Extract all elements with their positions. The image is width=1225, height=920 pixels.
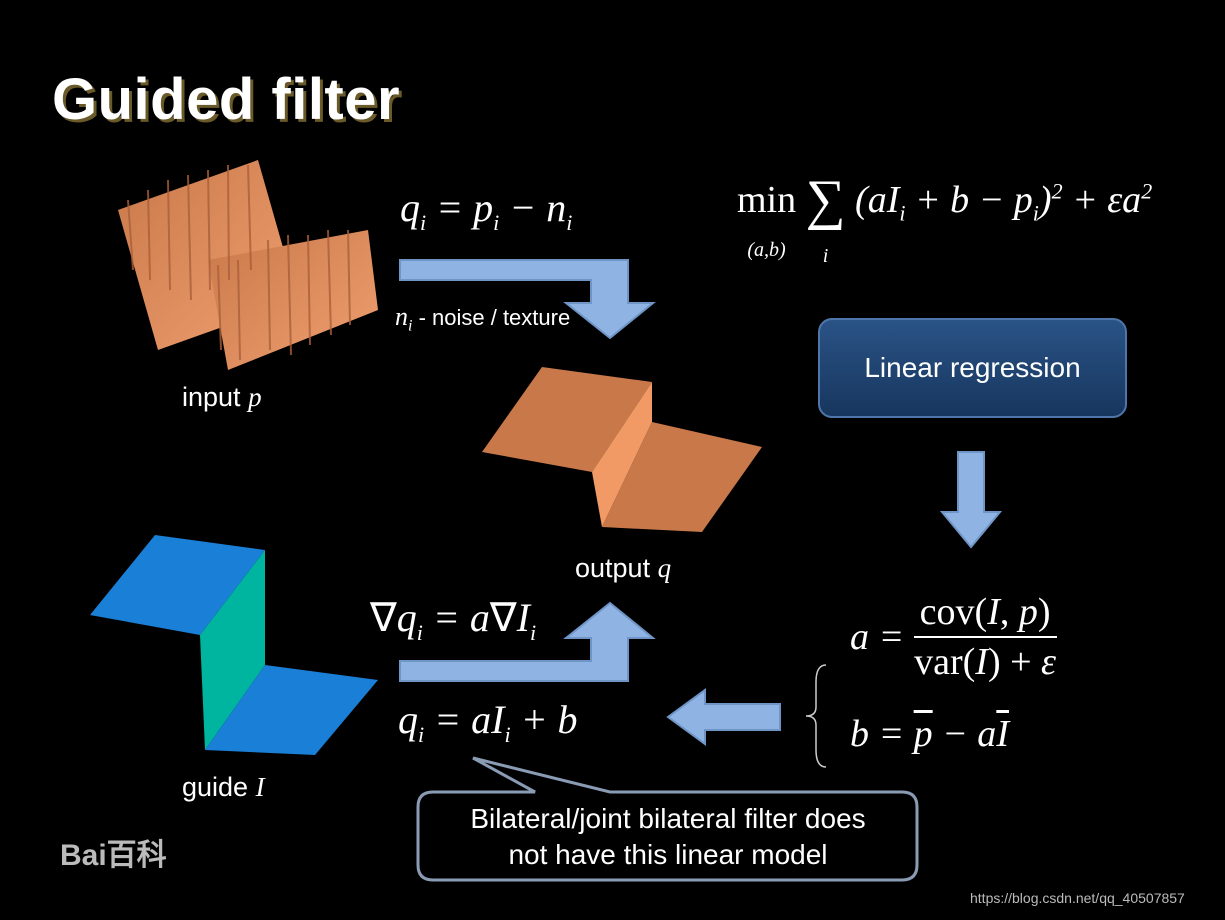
gradient-equation: ∇qi = a∇Ii: [370, 595, 537, 645]
watermark: https://blog.csdn.net/qq_40507857: [970, 890, 1185, 906]
brace: [805, 664, 827, 768]
objective-equation: min(a,b) ∑i (aIi + b − pi)2 + εa2: [737, 169, 1153, 267]
guide-surface-image: [90, 535, 378, 755]
linear-model-equation: qi = aIi + b: [398, 697, 578, 747]
output-surface-image: [482, 367, 762, 532]
noise-equation: qi = pi − ni: [400, 185, 573, 235]
callout-line-2: not have this linear model: [508, 839, 828, 870]
arrow-to-output: [399, 259, 656, 340]
input-surface-image: [118, 160, 378, 370]
arrow-up-to-output: [399, 601, 656, 682]
slide-title: Guided filter: [52, 67, 401, 132]
arrow-down: [940, 451, 1002, 549]
input-label: input p: [182, 382, 262, 412]
output-label: output q: [575, 553, 672, 583]
linear-regression-box: Linear regression: [818, 318, 1127, 418]
arrow-left: [666, 688, 781, 746]
callout-bubble: [416, 756, 919, 882]
guide-label: guide I: [182, 772, 265, 802]
callout-text: Bilateral/joint bilateral filter does no…: [420, 796, 916, 878]
baidu-logo: Bai百科: [60, 839, 167, 872]
coefficient-b-equation: b = p − aI: [850, 713, 1009, 755]
coefficient-a-equation: a = cov(I, p)var(I) + ε: [850, 591, 1057, 683]
noise-caption: ni - noise / texture: [395, 302, 571, 335]
callout-line-1: Bilateral/joint bilateral filter does: [470, 803, 866, 834]
